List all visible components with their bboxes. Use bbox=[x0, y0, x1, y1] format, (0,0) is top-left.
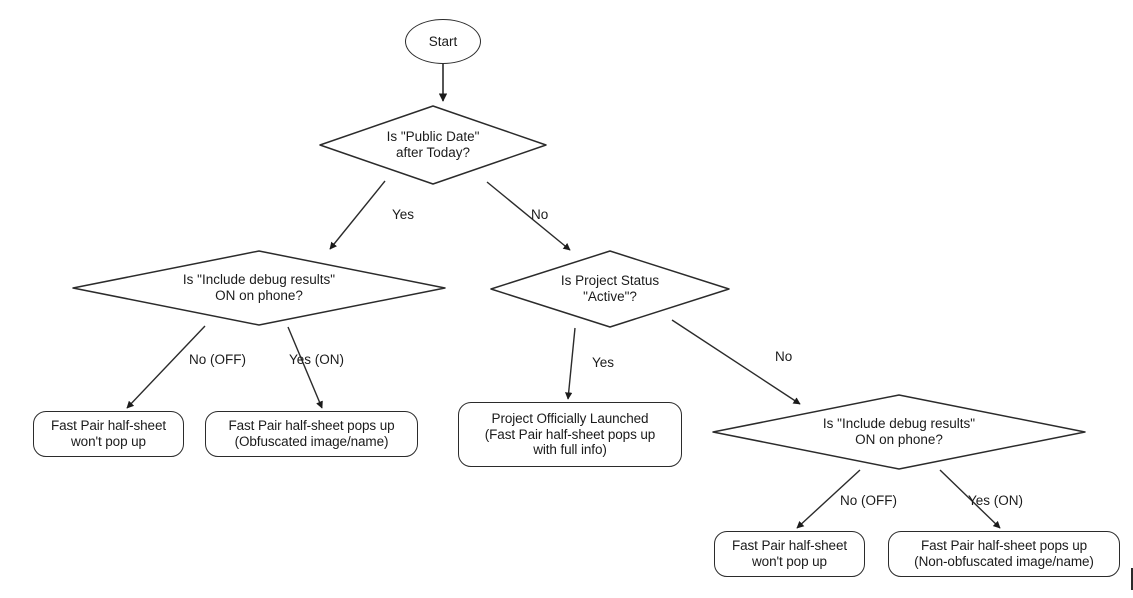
node-start[interactable]: Start bbox=[405, 19, 481, 64]
edge-label-d2-yes-on: Yes (ON) bbox=[289, 352, 345, 367]
node-decision-debug-right[interactable]: Is "Include debug results" ON on phone? bbox=[708, 392, 1090, 472]
node-decision-project-status-label: Is Project Status "Active"? bbox=[560, 273, 660, 304]
edge-label-d1-yes: Yes bbox=[392, 207, 415, 222]
node-terminal-officially-launched[interactable]: Project Officially Launched (Fast Pair h… bbox=[458, 402, 682, 467]
edge-label-d3-yes: Yes bbox=[592, 355, 615, 370]
node-terminal-non-obfuscated[interactable]: Fast Pair half-sheet pops up (Non-obfusc… bbox=[888, 531, 1120, 577]
node-decision-debug-right-label: Is "Include debug results" ON on phone? bbox=[822, 416, 976, 447]
page-edge-marker bbox=[1131, 568, 1133, 590]
node-decision-debug-left-label: Is "Include debug results" ON on phone? bbox=[182, 272, 336, 303]
node-decision-public-date[interactable]: Is "Public Date" after Today? bbox=[313, 103, 553, 187]
edge-d3-to-t3 bbox=[565, 327, 576, 400]
edge-label-d2-no-off: No (OFF) bbox=[189, 352, 246, 367]
diamond-shape bbox=[320, 106, 546, 184]
node-terminal-no-popup-left-label: Fast Pair half-sheet won't pop up bbox=[50, 418, 167, 449]
node-terminal-obfuscated[interactable]: Fast Pair half-sheet pops up (Obfuscated… bbox=[205, 411, 418, 457]
node-decision-project-status[interactable]: Is Project Status "Active"? bbox=[485, 248, 735, 330]
node-terminal-no-popup-left[interactable]: Fast Pair half-sheet won't pop up bbox=[33, 411, 184, 457]
node-terminal-no-popup-right-label: Fast Pair half-sheet won't pop up bbox=[731, 538, 848, 569]
edge-label-d4-yes-on: Yes (ON) bbox=[968, 493, 1024, 508]
node-terminal-no-popup-right[interactable]: Fast Pair half-sheet won't pop up bbox=[714, 531, 865, 577]
node-terminal-officially-launched-label: Project Officially Launched (Fast Pair h… bbox=[484, 411, 656, 458]
edge-d1-to-d3 bbox=[486, 181, 571, 251]
diamond-shape bbox=[73, 251, 445, 325]
diamond-shape bbox=[491, 251, 729, 327]
edge-d2-to-t2 bbox=[287, 326, 323, 409]
node-terminal-non-obfuscated-label: Fast Pair half-sheet pops up (Non-obfusc… bbox=[914, 538, 1094, 569]
node-decision-public-date-label: Is "Public Date" after Today? bbox=[386, 129, 480, 160]
node-decision-debug-left[interactable]: Is "Include debug results" ON on phone? bbox=[68, 248, 450, 328]
edge-label-d1-no: No bbox=[531, 207, 549, 222]
edge-d1-to-d2 bbox=[329, 180, 386, 250]
edge-label-d3-no: No bbox=[775, 349, 793, 364]
diamond-shape bbox=[713, 395, 1085, 469]
edge-d2-to-t1 bbox=[126, 325, 206, 409]
node-terminal-obfuscated-label: Fast Pair half-sheet pops up (Obfuscated… bbox=[228, 418, 395, 449]
edge-label-d4-no-off: No (OFF) bbox=[840, 493, 897, 508]
node-start-label: Start bbox=[428, 33, 458, 49]
